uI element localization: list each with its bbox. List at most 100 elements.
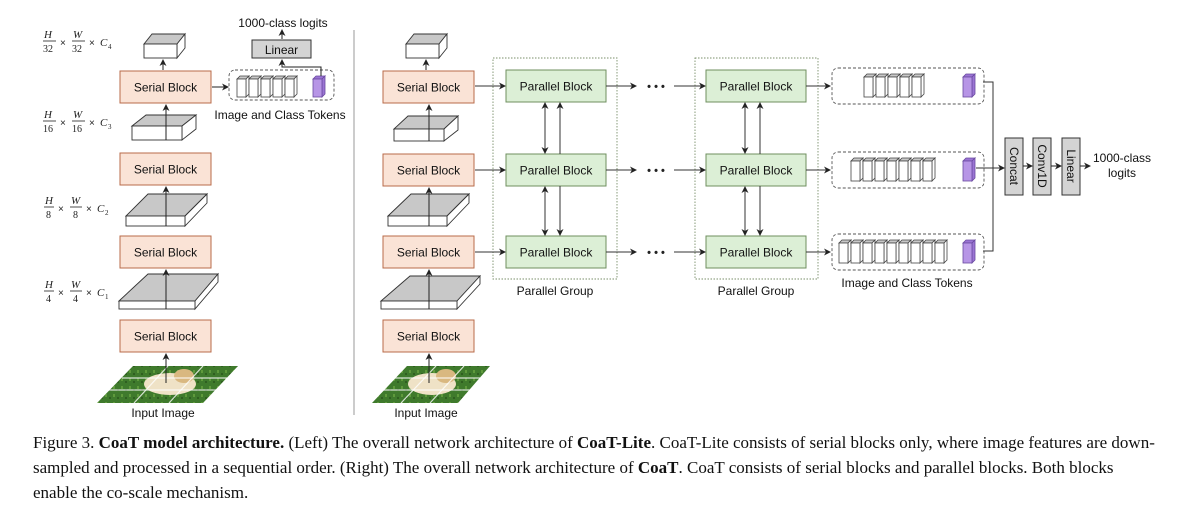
caption-prefix: Figure 3. <box>33 433 99 452</box>
output-label: logits <box>1108 166 1136 180</box>
serial-block-right-1: Serial Block <box>382 319 475 353</box>
parallel-block-label: Parallel Block <box>720 80 794 94</box>
dim-num: W <box>71 195 81 207</box>
serial-block-label: Serial Block <box>397 330 461 344</box>
parallel-block-label: Parallel Block <box>520 164 594 178</box>
dim-sub: 2 <box>105 209 109 217</box>
image-token <box>272 75 286 98</box>
parallel-group-label: Parallel Group <box>517 284 594 298</box>
feature-map-stage1 <box>117 272 219 311</box>
input-image-right: Input Image <box>372 365 490 420</box>
tokens-box-row1 <box>831 67 985 105</box>
image-token <box>862 157 876 182</box>
caption-bold: CoaT-Lite <box>577 433 651 452</box>
output-label: 1000-class logits <box>238 16 327 30</box>
parallel-block-g2-r2: Parallel Block <box>705 153 807 187</box>
image-token <box>887 73 901 98</box>
serial-block-left-3: Serial Block <box>119 152 212 186</box>
dim-channel: C <box>97 287 105 299</box>
dim-den: 32 <box>43 44 53 55</box>
serial-block-label: Serial Block <box>134 163 198 177</box>
feature-map-stage4 <box>143 32 186 60</box>
image-token <box>862 239 876 264</box>
dim-channel: C <box>100 37 108 49</box>
caption-text: . CoaT-Lite consists of serial blocks on… <box>33 433 1155 477</box>
times-sign: × <box>58 204 64 215</box>
parallel-block-g1-r1: Parallel Block <box>505 69 607 103</box>
serial-block-label: Serial Block <box>134 330 198 344</box>
input-image-label: Input Image <box>394 406 458 420</box>
dim-den: 8 <box>46 210 51 221</box>
dim-sub: 1 <box>105 293 109 301</box>
serial-block-right-4: Serial Block <box>382 70 475 104</box>
dim-label-stage1: H 4 × W 4 × C 1 <box>44 279 109 305</box>
times-sign: × <box>86 204 92 215</box>
dim-label-stage4: H 32 × W 32 × C 4 <box>43 29 112 55</box>
times-sign: × <box>60 118 66 129</box>
image-token <box>850 157 864 182</box>
ellipsis: • • • <box>647 165 665 177</box>
image-token <box>838 239 852 264</box>
tokens-label: Image and Class Tokens <box>841 276 972 290</box>
serial-block-label: Serial Block <box>397 246 461 260</box>
left-panel: H 32 × W 32 × C 4 H 16 × W 16 × C 3 H 8 <box>43 16 346 420</box>
feature-map-r1 <box>379 274 482 311</box>
image-token <box>260 75 274 98</box>
parallel-block-label: Parallel Block <box>520 80 594 94</box>
image-token <box>236 75 250 98</box>
times-sign: × <box>89 118 95 129</box>
parallel-group-label: Parallel Group <box>718 284 795 298</box>
conv1d-block: Conv1D <box>1032 137 1052 196</box>
serial-block-left-1: Serial Block <box>119 319 212 353</box>
caption-text: (Left) The overall network architecture … <box>284 433 577 452</box>
dim-label-stage2: H 8 × W 8 × C 2 <box>44 195 109 221</box>
parallel-block-g2-r3: Parallel Block <box>705 235 807 269</box>
dim-sub: 4 <box>108 43 112 51</box>
dim-den: 16 <box>72 124 82 135</box>
image-token <box>910 239 924 264</box>
tokens-box-row3 <box>831 233 985 271</box>
serial-block-label: Serial Block <box>134 81 198 95</box>
tokens-box-row2 <box>831 151 985 189</box>
dim-num: H <box>43 29 53 41</box>
image-token <box>875 73 889 98</box>
input-image-label: Input Image <box>131 406 195 420</box>
times-sign: × <box>60 38 66 49</box>
parallel-group-2: Parallel Group <box>694 57 819 298</box>
image-token <box>284 75 298 98</box>
serial-block-left-4: Serial Block <box>119 70 212 104</box>
dim-label-stage3: H 16 × W 16 × C 3 <box>43 109 112 135</box>
image-token <box>911 73 925 98</box>
caption-title: CoaT model architecture. <box>98 433 285 452</box>
input-image-left: Input Image <box>97 365 238 420</box>
image-token <box>898 239 912 264</box>
tokens-boxes-right <box>831 67 985 271</box>
times-sign: × <box>86 288 92 299</box>
serial-block-right-2: Serial Block <box>382 235 475 269</box>
linear-block-left: Linear 1000-class logits <box>238 16 328 59</box>
class-token <box>962 73 976 98</box>
times-sign: × <box>58 288 64 299</box>
dim-num: H <box>44 279 54 291</box>
concat-label: Concat <box>1007 147 1021 186</box>
image-token <box>922 157 936 182</box>
image-token <box>898 157 912 182</box>
caption-bold: CoaT <box>637 458 679 477</box>
image-token <box>910 157 924 182</box>
serial-block-left-2: Serial Block <box>119 235 212 269</box>
image-token <box>248 75 262 98</box>
serial-block-label: Serial Block <box>134 246 198 260</box>
dim-den: 4 <box>73 294 78 305</box>
ellipsis: • • • <box>647 247 665 259</box>
feature-map-stage3 <box>130 114 198 141</box>
image-token <box>934 239 948 264</box>
parallel-block-g1-r2: Parallel Block <box>505 153 607 187</box>
image-token <box>874 157 888 182</box>
serial-block-label: Serial Block <box>397 81 461 95</box>
dim-den: 16 <box>43 124 53 135</box>
output-label: 1000-class <box>1093 151 1151 165</box>
image-token <box>850 239 864 264</box>
serial-block-label: Serial Block <box>397 164 461 178</box>
ellipsis: • • • <box>647 81 665 93</box>
